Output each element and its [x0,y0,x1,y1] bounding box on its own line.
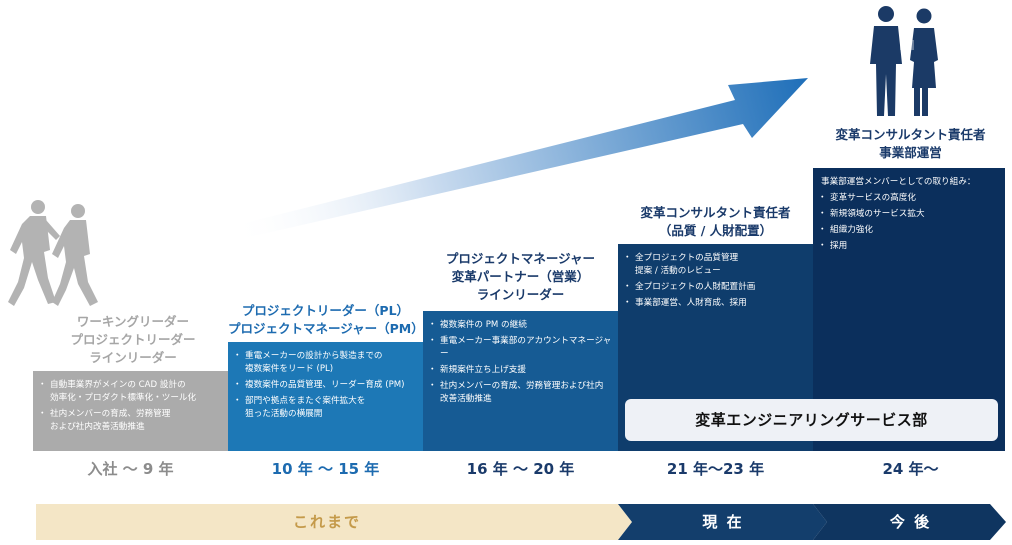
phase-present-label: 現 在 [702,513,744,531]
item-line: 複数案件の品質管理、リーダー育成 (PM) [245,380,405,390]
title-line: プロジェクトマネージャー [445,251,596,266]
stage-1-title: ワーキングリーダー プロジェクトリーダー ラインリーダー [38,313,228,367]
title-line: 変革パートナー（営業） [451,269,590,284]
item-line: 重電メーカーの設計から製造までの [245,351,383,361]
item-line: 自動車業界がメインの CAD 設計の [50,380,186,390]
list-item: 全プロジェクトの人財配置計画 [623,281,807,294]
title-line: プロジェクトリーダー [70,332,196,347]
past-band [36,504,632,540]
list-item: 新規案件立ち上げ支援 [428,364,612,377]
list-item: 重電メーカー事業部のアカウントマネージャー [428,335,612,361]
phase-past-label: これまで [292,513,361,531]
running-people-icon [8,200,98,306]
item-line: 重電メーカー事業部のアカウントマネージャー [440,336,612,359]
list-item: 部門や拠点をまたぐ案件拡大を 狙った活動の横展開 [233,395,417,421]
list-item: 社内メンバーの育成、労務管理および社内 改善活動推進 [428,380,612,406]
list-item: 新規領域のサービス拡大 [818,208,999,221]
item-line: 改善活動推進 [440,394,492,404]
list-item: 重電メーカーの設計から製造までの 複数案件をリード (PL) [233,350,417,376]
stage-2-box: 重電メーカーの設計から製造までの 複数案件をリード (PL) 複数案件の品質管理… [228,342,423,451]
list-item: 採用 [818,240,999,253]
stage-2-title: プロジェクトリーダー（PL） プロジェクトマネージャー（PM） [228,302,424,338]
item-line: 事業部運営、人財育成、採用 [635,298,747,308]
item-line: 狙った活動の横展開 [245,409,323,419]
item-line: 提案 / 活動のレビュー [635,266,721,276]
list-item: 事業部運営、人財育成、採用 [623,297,807,310]
title-line: 変革コンサルタント責任者 [640,205,791,220]
item-line: および社内改善活動推進 [50,422,145,432]
title-line: ワーキングリーダー [76,314,190,329]
list-item: 社内メンバーの育成、労務管理 および社内改善活動推進 [38,408,222,434]
title-line: ラインリーダー [476,287,565,302]
item-line: 採用 [830,241,848,251]
title-line: プロジェクトマネージャー（PM） [228,321,424,336]
list-item: 自動車業界がメインの CAD 設計の 効率化・プロダクト標準化・ツール化 [38,379,222,405]
title-line: ラインリーダー [89,350,177,365]
list-item: 複数案件の PM の継続 [428,319,612,332]
list-item: 複数案件の品質管理、リーダー育成 (PM) [233,379,417,392]
item-line: 社内メンバーの育成、労務管理および社内 [440,381,604,391]
title-line: （品質 / 人財配置） [658,223,773,238]
year-label: 入社 〜 9 年 [87,460,174,478]
item-line: 新規領域のサービス拡大 [830,209,925,219]
title-line: 変革コンサルタント責任者 [835,127,986,142]
present-band [618,504,827,540]
list-item: 変革サービスの高度化 [818,192,999,205]
title-line: 事業部運営 [879,145,942,160]
year-label: 21 年〜23 年 [666,460,765,478]
stage-1-box: 自動車業界がメインの CAD 設計の 効率化・プロダクト標準化・ツール化 社内メ… [33,371,228,451]
item-line: 効率化・プロダクト標準化・ツール化 [50,393,197,403]
item-line: 新規案件立ち上げ支援 [440,365,526,375]
year-label: 10 年 〜 15 年 [271,460,380,478]
stage-3-title: プロジェクトマネージャー 変革パートナー（営業） ラインリーダー [423,250,618,304]
future-band [813,504,1006,540]
item-line: 部門や拠点をまたぐ案件拡大を [245,396,366,406]
business-people-icon [870,6,938,116]
stage-3-box: 複数案件の PM の継続 重電メーカー事業部のアカウントマネージャー 新規案件立… [423,311,618,451]
year-label: 24 年〜 [882,460,939,478]
item-line: 全プロジェクトの品質管理 [635,253,739,263]
item-line: 複数案件の PM の継続 [440,320,527,330]
stage-5-intro: 事業部運営メンバーとしての取り組み： [821,177,976,187]
item-line: 変革サービスの高度化 [830,193,916,203]
stage-4-title: 変革コンサルタント責任者 （品質 / 人財配置） [618,204,813,240]
phase-future-label: 今 後 [889,513,932,531]
item-line: 複数案件をリード (PL) [245,364,334,374]
stage-5-title: 変革コンサルタント責任者 事業部運営 [813,126,1008,162]
item-line: 全プロジェクトの人財配置計画 [635,282,756,292]
title-line: プロジェクトリーダー（PL） [241,303,410,318]
year-label: 16 年 〜 20 年 [466,460,575,478]
item-line: 社内メンバーの育成、労務管理 [50,409,171,419]
list-item: 全プロジェクトの品質管理 提案 / 活動のレビュー [623,252,807,278]
department-badge: 変革エンジニアリングサービス部 [625,399,998,441]
list-item: 組織力強化 [818,224,999,237]
item-line: 組織力強化 [830,225,873,235]
